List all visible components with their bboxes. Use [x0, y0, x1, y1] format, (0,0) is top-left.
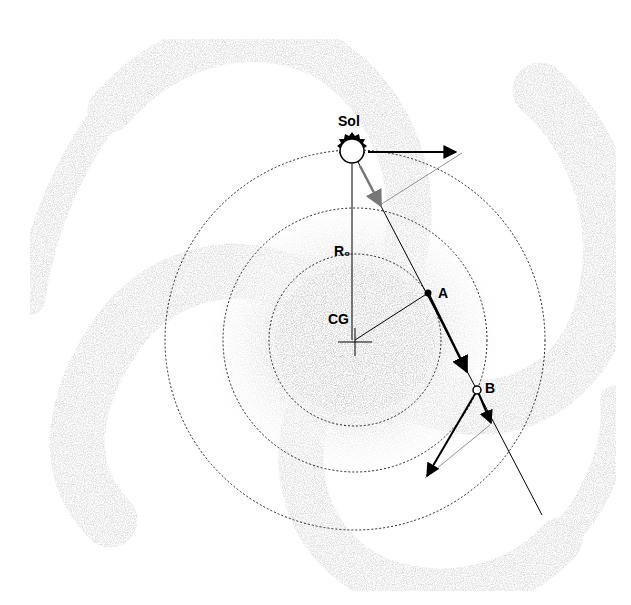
point-label: A [438, 286, 448, 300]
radius-label: R₀ [334, 244, 350, 258]
center-label: CG [328, 312, 349, 326]
point-label: B [485, 381, 495, 395]
star-label: Sol [338, 114, 360, 128]
